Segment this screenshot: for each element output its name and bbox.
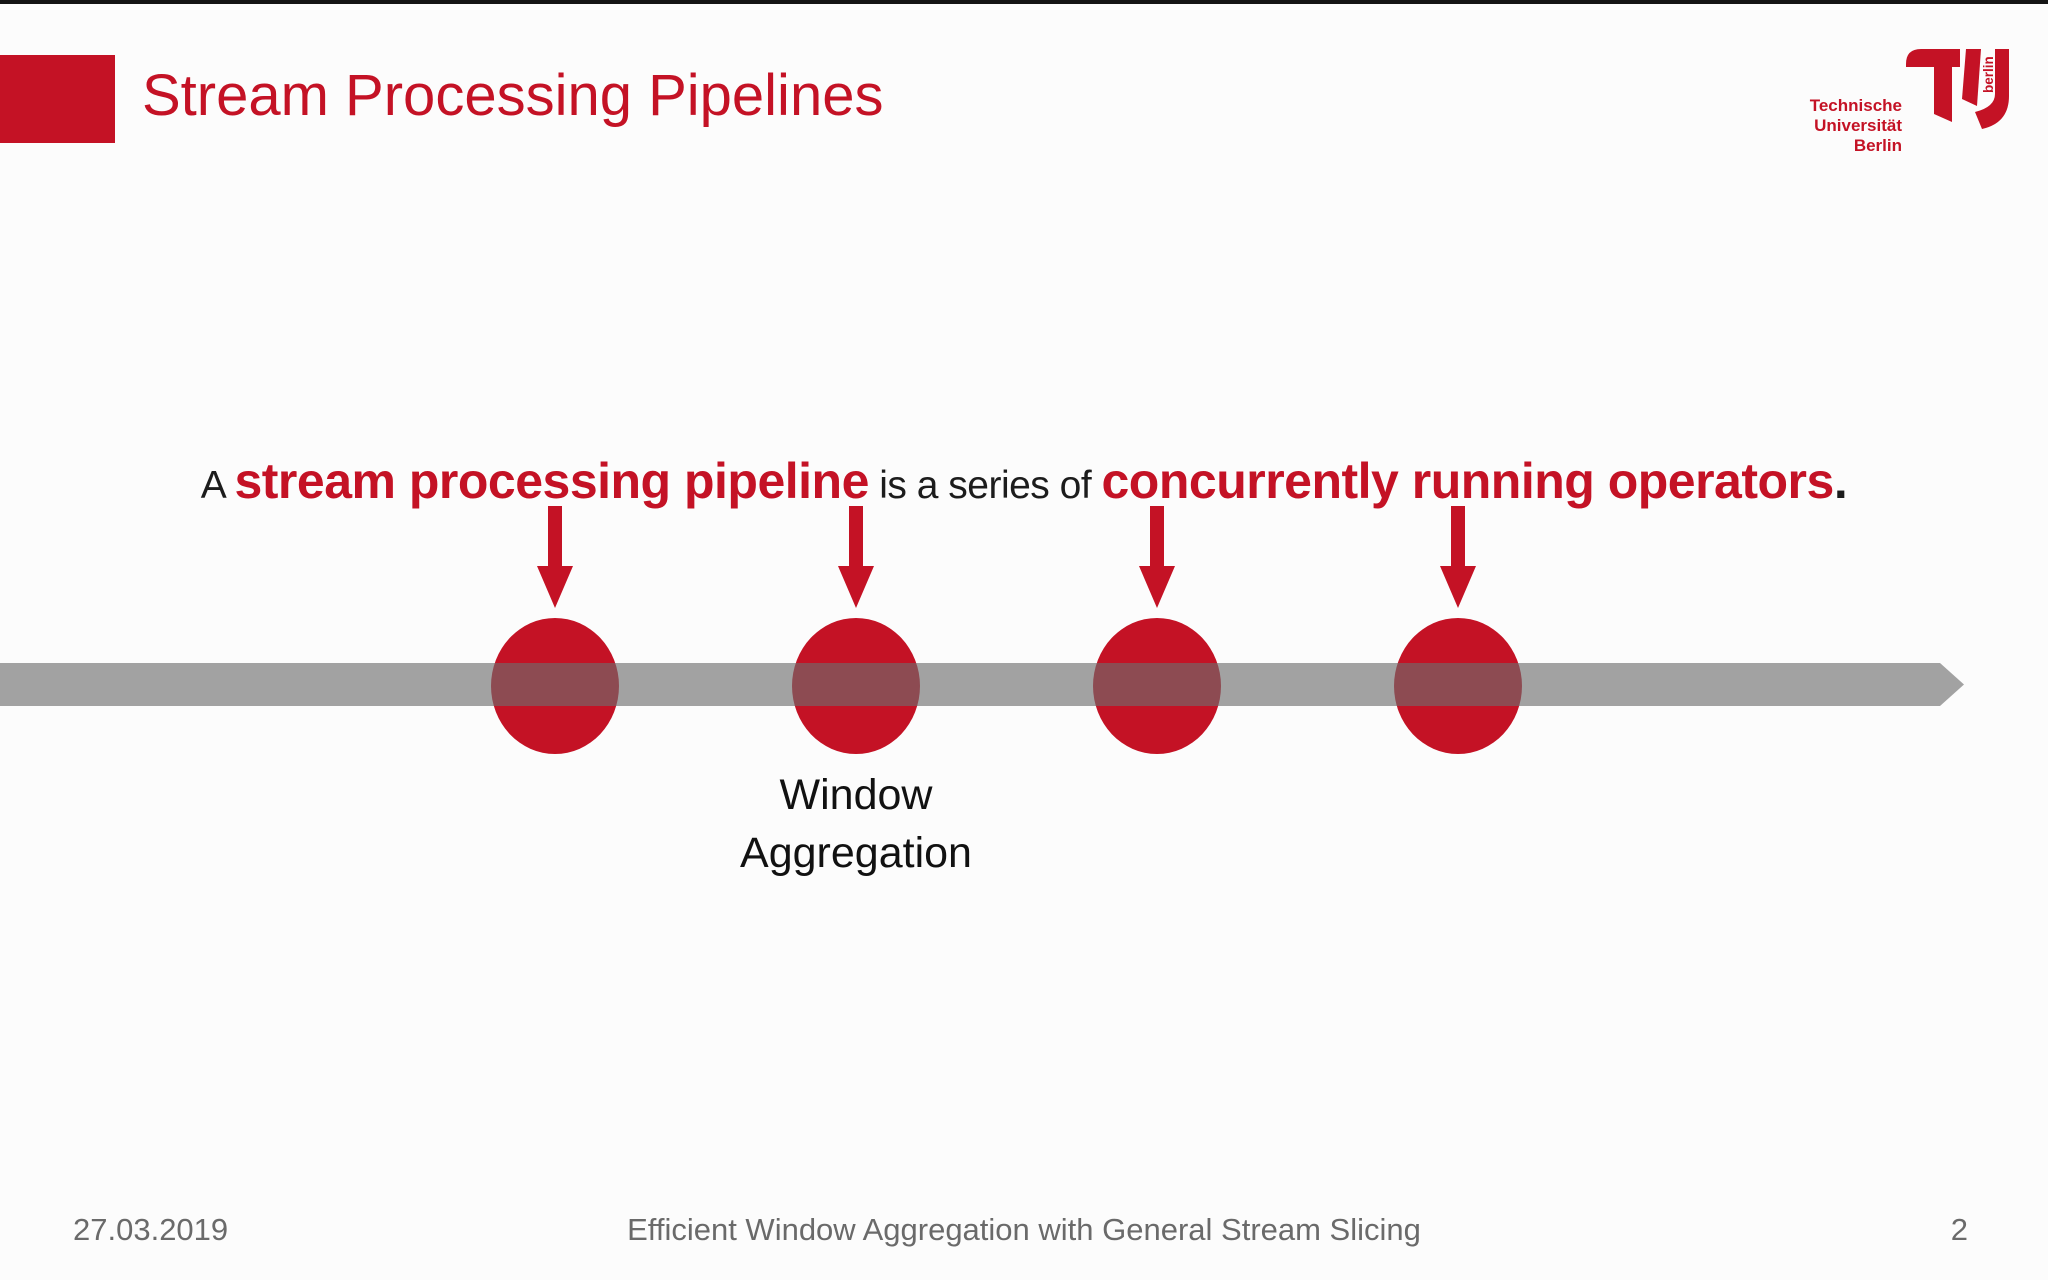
title-accent-block [0,55,115,143]
logo-berlin-rotated-text: berlin [1981,56,1996,93]
operator-label-line-2: Aggregation [740,829,972,877]
operator-label: Window Aggregation [636,766,1076,882]
down-arrow-icon [1436,506,1480,608]
operator-node-3 [1093,618,1221,754]
footer-page-number: 2 [1950,1212,1968,1247]
slide-title: Stream Processing Pipelines [142,63,884,128]
down-arrow-icon [1135,506,1179,608]
down-arrow-icon [533,506,577,608]
footer-title: Efficient Window Aggregation with Genera… [627,1212,1421,1247]
sentence-bold-stream-processing-pipeline: stream processing pipeline [234,453,869,509]
stream-axis-arrow [0,663,1964,706]
footer-date: 27.03.2019 [73,1212,229,1247]
logo-text-line-1: Technische [1809,96,1902,115]
tu-berlin-logo-icon: berlin [1906,49,2009,129]
operator-node-1 [491,618,619,754]
operator-node-4 [1394,618,1522,754]
sentence-prefix: A [200,464,235,507]
logo-text-line-3: Berlin [1853,136,1902,155]
sentence-period: . [1833,453,1848,509]
sentence-middle: is a series of [868,464,1102,507]
tu-berlin-logo: Technische Universität Berlin berlin [1770,44,2010,159]
headline-sentence: A stream processing pipeline is a series… [0,452,2048,515]
logo-text-line-2: Universität [1814,116,1902,135]
operator-label-line-1: Window [779,771,933,819]
tu-berlin-logo-text: Technische Universität Berlin [1772,96,1902,156]
sentence-bold-concurrently-running-operators: concurrently running operators [1101,453,1835,509]
down-arrow-icon [834,506,878,608]
operator-node-2 [792,618,920,754]
top-border-line [0,0,2048,4]
